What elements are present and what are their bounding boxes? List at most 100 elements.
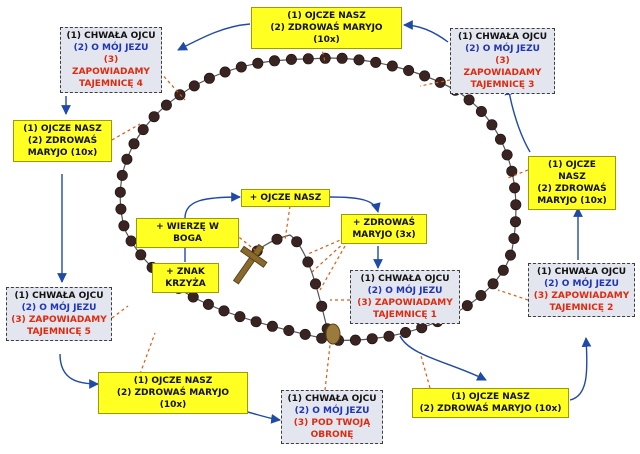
bead — [128, 138, 140, 150]
creed-text: + WIERZĘ W BOGA — [156, 222, 219, 244]
bead — [285, 53, 297, 65]
bead — [497, 264, 509, 276]
bead — [235, 61, 247, 73]
bead — [137, 124, 149, 136]
bead — [336, 52, 348, 64]
bead — [115, 203, 127, 215]
d1-line3: (3) ZAPOWIADAMY — [357, 298, 453, 308]
arrow-d5-y5 — [59, 353, 99, 389]
bead — [118, 220, 130, 232]
d5-line2: (2) O MÓJ JEZU — [21, 303, 97, 313]
bead — [316, 300, 328, 312]
cross-line2: KRZYŻA — [165, 279, 206, 289]
arrow-y2-d3 — [504, 85, 531, 153]
d2-line1: (1) CHWAŁA OJCU — [536, 267, 627, 277]
box-start-hailmary: + ZDROWAŚ MARYJO (3x) — [341, 214, 427, 244]
medal — [325, 323, 341, 345]
box-glory-3: (1) CHWAŁA OJCU (2) O MÓJ JEZU (3) ZAPOW… — [450, 28, 555, 94]
bead — [203, 72, 215, 84]
bead — [475, 106, 487, 118]
y2-line1: (1) OJCZE NASZ — [548, 160, 596, 182]
bead — [461, 300, 473, 312]
bead — [370, 56, 382, 68]
box-decade-4: (1) OJCZE NASZ (2) ZDROWAŚ MARYJO (10x) — [13, 120, 112, 162]
y5-line1: (1) OJCZE NASZ — [133, 376, 213, 386]
final-line3: (3) POD TWOJĄ — [293, 418, 371, 428]
bead — [506, 165, 518, 177]
d4-line2: (2) O MÓJ JEZU — [73, 43, 149, 53]
bead — [509, 182, 521, 194]
bead — [135, 249, 147, 261]
bead — [366, 333, 378, 345]
box-glory-1: (1) CHWAŁA OJCU (2) O MÓJ JEZU (3) ZAPOW… — [350, 270, 460, 324]
d5-line1: (1) CHWAŁA OJCU — [14, 291, 104, 301]
bead — [114, 186, 126, 198]
bead — [399, 326, 411, 338]
bead — [383, 330, 395, 342]
arrow-d3-y3 — [403, 20, 449, 43]
arrow-creed-ourfather — [184, 192, 241, 219]
bead — [419, 70, 431, 82]
bead — [268, 55, 280, 67]
bead — [252, 57, 264, 69]
leader-y1 — [419, 351, 431, 389]
leader-d3 — [419, 79, 451, 87]
bead — [148, 111, 160, 123]
box-cross: + ZNAK KRZYŻA — [152, 263, 219, 293]
d1-line1: (1) CHWAŁA OJCU — [360, 274, 450, 284]
final-line1: (1) CHWAŁA OJCU — [287, 394, 377, 404]
bead — [250, 316, 262, 328]
leader-hm-a — [307, 237, 346, 255]
d2-line2: (2) O MÓJ JEZU — [544, 279, 619, 289]
y4-line3: MARYJO (10x) — [27, 148, 98, 158]
bead — [125, 235, 137, 247]
bead — [504, 249, 516, 261]
bead — [234, 311, 246, 323]
d4-line4: TAJEMNICĘ 4 — [79, 79, 143, 89]
bead — [486, 119, 498, 131]
d4-line3: (3) ZAPOWIADAMY — [72, 55, 150, 77]
box-final: (1) CHWAŁA OJCU (2) O MÓJ JEZU (3) POD T… — [281, 390, 383, 444]
bead — [319, 52, 331, 64]
bead — [266, 320, 278, 332]
bead — [188, 80, 200, 92]
bead — [302, 53, 314, 65]
leader-hm-c — [319, 245, 346, 291]
start-ourfather-text: + OJCZE NASZ — [249, 193, 322, 203]
bead — [291, 236, 303, 248]
bead — [218, 305, 230, 317]
leader-creed — [229, 229, 256, 251]
leader-hm-b — [311, 241, 346, 273]
box-creed: + WIERZĘ W BOGA — [136, 218, 239, 248]
d3-line2: (2) O MÓJ JEZU — [465, 44, 540, 54]
start-hm-line1: + ZDROWAŚ — [352, 218, 416, 228]
bead — [475, 289, 487, 301]
arrow-ourfather-hm — [329, 196, 381, 213]
leader-final — [324, 344, 331, 391]
y2-line3: MARYJO (10x) — [537, 196, 607, 206]
bead — [116, 169, 128, 181]
d5-line3: (3) ZAPOWIADAMY — [11, 315, 107, 325]
d1-line4: TAJEMNICĘ 1 — [373, 310, 437, 320]
arrow-y1-d2 — [569, 337, 592, 401]
y3-line1: (1) OJCZE NASZ — [287, 11, 366, 21]
bead — [349, 334, 361, 346]
y1-line2: (2) ZDROWAŚ MARYJO (10x) — [419, 404, 562, 414]
leader-d4 — [159, 71, 186, 101]
bead — [509, 216, 521, 228]
bead — [403, 65, 415, 77]
bead — [508, 233, 520, 245]
box-glory-4: (1) CHWAŁA OJCU (2) O MÓJ JEZU (3) ZAPOW… — [60, 27, 162, 93]
bead — [283, 324, 295, 336]
start-hm-line2: MARYJO (3x) — [352, 230, 416, 240]
leader-y4 — [111, 123, 141, 141]
bead — [187, 291, 199, 303]
leader-d5 — [111, 305, 129, 319]
bead — [271, 233, 283, 245]
d1-line2: (2) O MÓJ JEZU — [367, 286, 443, 296]
d4-line1: (1) CHWAŁA OJCU — [66, 31, 156, 41]
box-start-ourfather: + OJCZE NASZ — [241, 189, 330, 207]
bead — [219, 66, 231, 78]
final-line2: (2) O MÓJ JEZU — [294, 406, 370, 416]
bead — [316, 332, 328, 344]
